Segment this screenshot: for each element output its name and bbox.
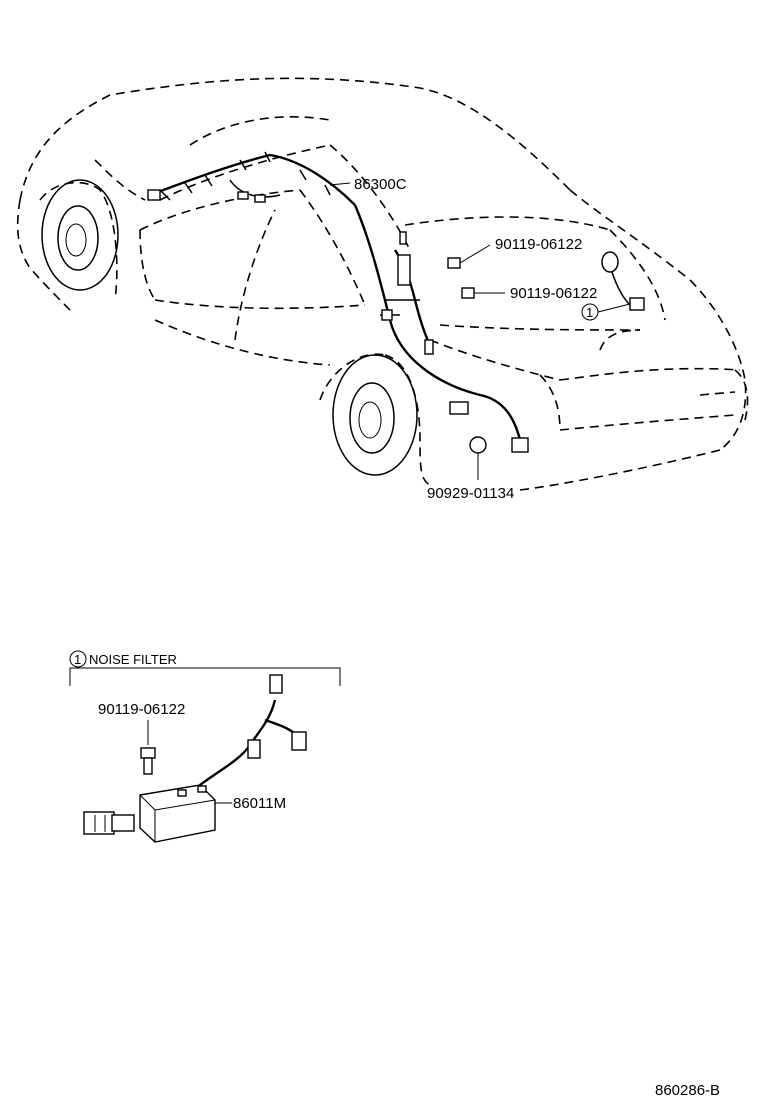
wire-harness	[147, 151, 645, 453]
inset-title: NOISE FILTER	[89, 652, 177, 667]
rear-wheel	[332, 354, 418, 476]
callout-filter: 86011M	[233, 795, 286, 812]
callout-clamp: 90929-01134	[427, 485, 514, 502]
inset-noise-filter: 1 NOISE FILTER 90119-06122 86011	[69, 650, 341, 843]
inset-bolt-icon	[140, 747, 156, 775]
bolt-upper-icon	[447, 244, 491, 269]
inset-marker: 1	[74, 652, 81, 667]
figure-id: 860286-B	[655, 1082, 720, 1099]
front-wheel	[41, 179, 119, 291]
clamp-icon	[469, 436, 487, 480]
callout-harness: 86300C	[354, 176, 407, 193]
noise-filter-module	[83, 784, 216, 843]
inset-callout-bolt: 90119-06122	[98, 701, 185, 718]
ref-marker-1-text: 1	[586, 305, 593, 320]
callout-bolt-lower: 90119-06122	[510, 285, 597, 302]
car-body-outline	[16, 77, 749, 491]
callout-bolt-upper: 90119-06122	[495, 236, 582, 253]
ref-marker-1: 1	[581, 303, 599, 321]
bolt-lower-icon	[461, 287, 505, 299]
